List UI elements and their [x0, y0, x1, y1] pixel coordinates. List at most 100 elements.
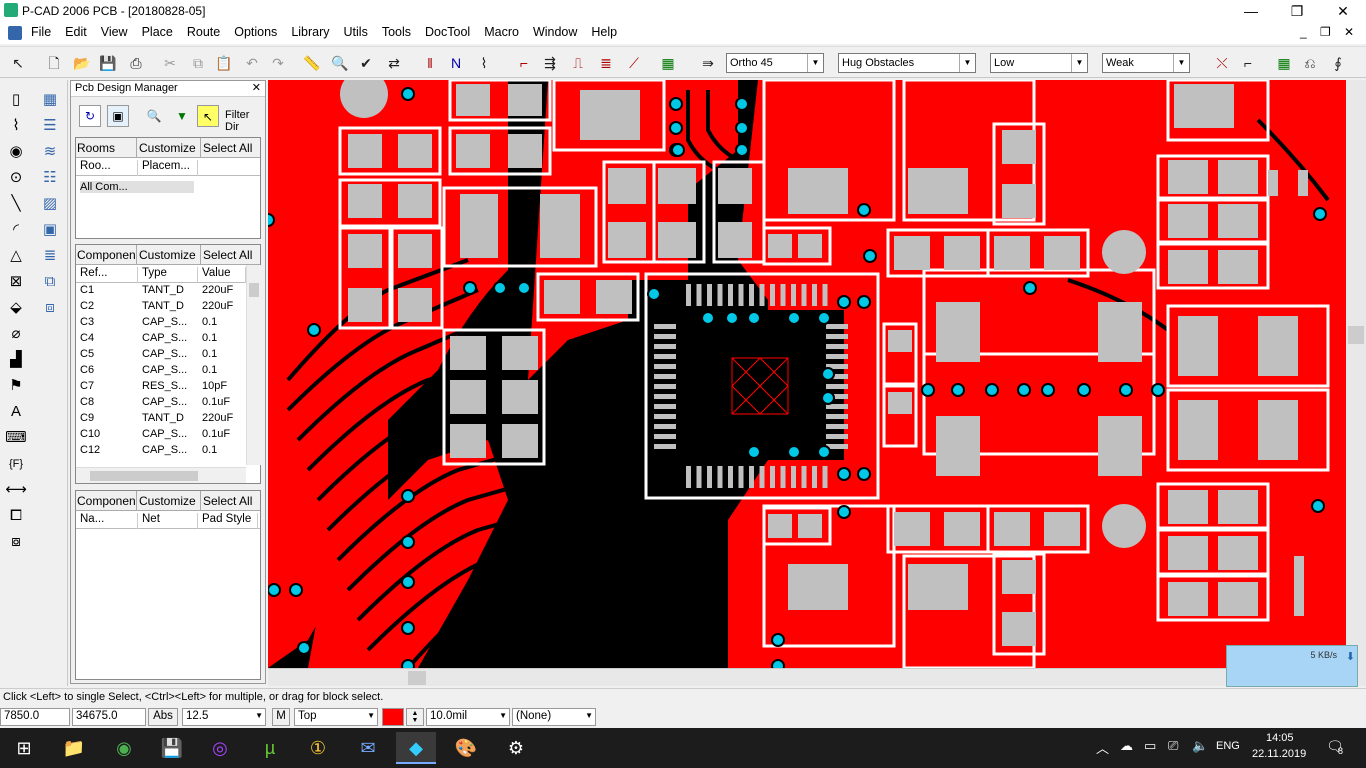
layers-icon[interactable]: ≋ [43, 143, 57, 160]
attribute-icon[interactable]: ⌨ [5, 429, 27, 446]
menu-utils[interactable]: Utils [343, 25, 368, 39]
cloud-icon[interactable]: ☁ [1120, 738, 1133, 753]
route-mode-select[interactable]: Ortho 45▼ [726, 53, 824, 73]
level1-select[interactable]: Low▼ [990, 53, 1088, 73]
scroll-thumb[interactable] [408, 671, 426, 685]
panel-select-icon[interactable]: ↖ [197, 105, 219, 127]
layer-icon[interactable]: ⧠ [9, 507, 22, 524]
maximize-button[interactable]: ❐ [1290, 3, 1304, 19]
grid-select[interactable]: 12.5▼ [182, 708, 266, 726]
list2-icon[interactable]: ≣ [43, 247, 57, 264]
stack-icon[interactable]: ⧉ [44, 273, 56, 290]
components-hscroll[interactable] [76, 467, 246, 483]
drc-icon[interactable]: ✔ [360, 55, 372, 71]
rooms-customize-button[interactable]: Customize [136, 138, 198, 157]
clock-date[interactable]: 22.11.2019 [1252, 748, 1307, 760]
pcad-taskbar-icon[interactable]: ◆ [396, 732, 436, 764]
table-icon[interactable]: ▦ [42, 91, 58, 108]
place-pad-icon[interactable]: ◉ [9, 143, 23, 160]
layer2-icon[interactable]: ⧇ [11, 533, 21, 550]
print-icon[interactable]: ⎙ [130, 55, 142, 71]
col-pad-style[interactable]: Pad Style [198, 513, 258, 529]
scroll-thumb[interactable] [1348, 326, 1364, 344]
chrome-icon[interactable]: ◉ [116, 738, 132, 758]
field-icon[interactable]: {F} [8, 458, 24, 470]
pads-customize-button[interactable]: Customize [136, 491, 198, 510]
settings-gear-icon[interactable]: ⚙ [507, 738, 525, 758]
place-component-icon[interactable]: ▯ [11, 91, 21, 108]
select-tool-icon[interactable]: ↖ [12, 55, 24, 71]
menu-file[interactable]: File [31, 25, 52, 39]
menu-window[interactable]: Window [532, 25, 578, 39]
save-icon[interactable]: 💾 [99, 55, 117, 71]
width-select[interactable]: 10.0mil▼ [426, 708, 510, 726]
route-tool2-icon[interactable]: ⎌ [1304, 55, 1316, 71]
close-button[interactable]: ✕ [1337, 3, 1349, 19]
mdi-minimize-button[interactable]: _ [1300, 25, 1307, 39]
utorrent-icon[interactable]: µ [264, 738, 276, 758]
panel-component-icon[interactable]: ▣ [107, 105, 129, 127]
level2-select[interactable]: Weak▼ [1102, 53, 1190, 73]
via-icon[interactable]: ⊙ [9, 169, 23, 186]
route-corner-icon[interactable]: ⌐ [1243, 55, 1253, 71]
menu-macro[interactable]: Macro [484, 25, 519, 39]
arc-icon[interactable]: ◜ [13, 221, 19, 238]
measure-icon[interactable]: 📏 [303, 55, 321, 71]
1c-icon[interactable]: ① [309, 738, 327, 758]
stack2-icon[interactable]: ⧈ [45, 299, 55, 316]
copy-icon[interactable]: ⧉ [193, 55, 203, 71]
network-icon[interactable]: ⎚ [1168, 738, 1179, 753]
board-outline-icon[interactable]: ▟ [10, 351, 22, 368]
menu-options[interactable]: Options [234, 25, 278, 39]
scroll-thumb[interactable] [90, 471, 198, 481]
network-speed-widget[interactable]: 5 KB/s ⬇ [1226, 645, 1358, 687]
abs-button[interactable]: Abs [148, 708, 178, 726]
menu-library[interactable]: Library [291, 25, 330, 39]
net-select[interactable]: (None)▼ [512, 708, 596, 726]
list-icon[interactable]: ☷ [43, 169, 57, 186]
menu-place[interactable]: Place [141, 25, 173, 39]
flag-icon[interactable]: ⚑ [9, 377, 23, 394]
route-bus-icon[interactable]: ≣ [600, 55, 612, 71]
col-refdes[interactable]: Ref... [76, 267, 138, 283]
line-icon[interactable]: ╲ [11, 195, 21, 212]
panel-refresh-icon[interactable]: ↻ [79, 105, 101, 127]
parallel-lines-icon[interactable]: ‖ [427, 55, 433, 71]
route-icon[interactable]: ⌇ [12, 117, 20, 134]
cut-icon[interactable]: ✂ [164, 55, 176, 71]
chat-app-icon[interactable]: ✉ [360, 738, 376, 758]
new-file-icon[interactable]: 🗋 [48, 55, 60, 71]
image-icon[interactable]: ▨ [42, 195, 58, 212]
menu-doctool[interactable]: DocTool [425, 25, 471, 39]
width-spinner[interactable]: ▲▼ [406, 708, 424, 726]
undo-icon[interactable]: ↶ [246, 55, 258, 71]
col-net[interactable]: Net [138, 513, 198, 529]
route-interactive-icon[interactable]: ⇶ [544, 55, 556, 71]
components-vscroll[interactable] [246, 265, 261, 465]
cutout-icon[interactable]: ⊠ [9, 273, 23, 290]
col-pad-name[interactable]: Na... [76, 513, 138, 529]
fill-icon[interactable]: ⬙ [10, 299, 22, 316]
layer-select[interactable]: Top▼ [294, 708, 378, 726]
tray-chevron-icon[interactable]: ︿ [1096, 741, 1110, 756]
route-n-icon[interactable]: N [450, 55, 462, 71]
paste-icon[interactable]: 📋 [215, 55, 233, 71]
unroute-icon[interactable]: ⤬ [1216, 55, 1228, 71]
copper-pour-icon[interactable]: ▣ [42, 221, 58, 238]
components-customize-button[interactable]: Customize [136, 245, 198, 264]
menu-edit[interactable]: Edit [65, 25, 87, 39]
obstacle-mode-select[interactable]: Hug Obstacles▼ [838, 53, 976, 73]
file-explorer-icon[interactable]: 📁 [62, 738, 86, 758]
language-indicator[interactable]: ENG [1216, 740, 1240, 752]
pin-swap-icon[interactable]: ⇄ [388, 55, 400, 71]
tune-icon[interactable]: ⌇ [480, 55, 488, 71]
